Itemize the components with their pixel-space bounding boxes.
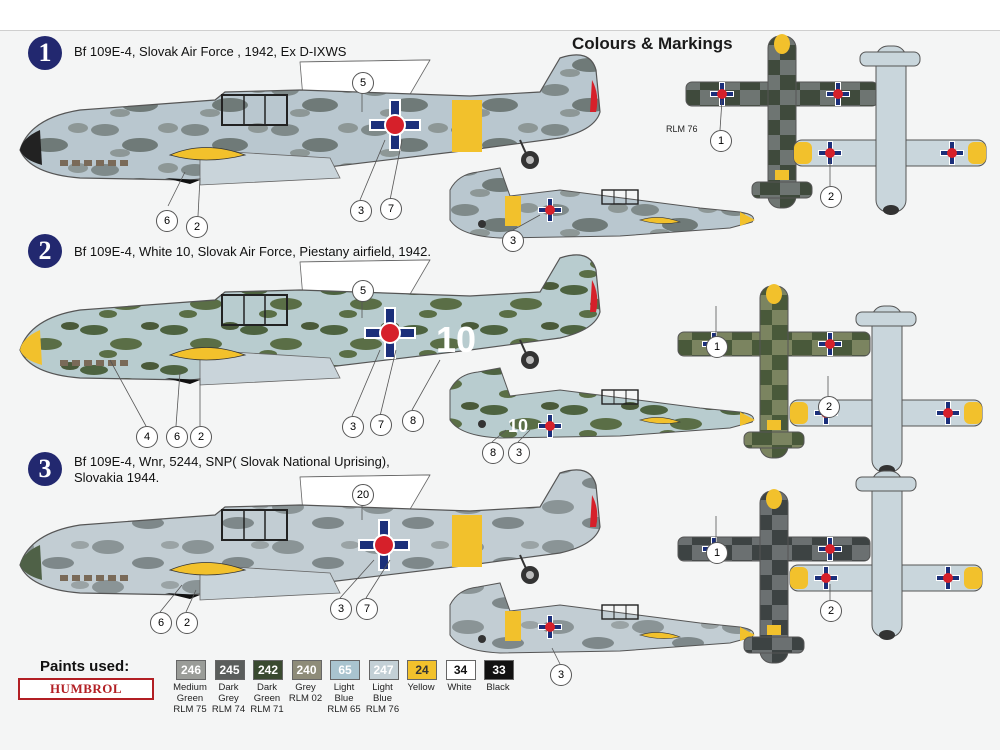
callout-s3-top-1: 1 bbox=[706, 542, 728, 564]
callout-s2-small-8: 8 bbox=[482, 442, 504, 464]
scheme-1-caption: Bf 109E-4, Slovak Air Force , 1942, Ex D… bbox=[74, 44, 347, 59]
paint-label-line: RLM 71 bbox=[250, 704, 284, 715]
callout-s3-3: 3 bbox=[330, 598, 352, 620]
callout-s3-top-2: 2 bbox=[820, 600, 842, 622]
paint-label-line: Grey bbox=[218, 693, 239, 704]
callout-s1-2: 2 bbox=[186, 216, 208, 238]
callout-s1-3: 3 bbox=[350, 200, 372, 222]
paint-label-line: RLM 75 bbox=[173, 704, 207, 715]
sheet-title: Colours & Markings bbox=[572, 34, 733, 53]
paint-chip: 247 bbox=[368, 660, 399, 680]
paint-chip: 242 bbox=[253, 660, 283, 680]
paint-label-line: Blue bbox=[372, 693, 392, 704]
paint-label: White bbox=[440, 682, 480, 693]
paint-label: Yellow bbox=[401, 682, 441, 693]
callout-s2-top-2: 2 bbox=[818, 396, 840, 418]
callout-s2-5: 5 bbox=[352, 280, 374, 302]
callout-s1-top-1: 1 bbox=[710, 130, 732, 152]
paint-label-line: Blue bbox=[334, 693, 354, 704]
paint-label-line: Dark bbox=[218, 682, 239, 693]
paint-label-line: RLM 02 bbox=[288, 693, 323, 704]
callout-s1-small-3: 3 bbox=[502, 230, 524, 252]
paint-label-line: Medium bbox=[173, 682, 207, 693]
paint-chip: 65 bbox=[330, 660, 360, 680]
callout-s1-5: 5 bbox=[352, 72, 374, 94]
callout-s3-2: 2 bbox=[176, 612, 198, 634]
paint-chip: 240 bbox=[291, 660, 322, 680]
paint-chip: 24 bbox=[407, 660, 437, 680]
callout-s3-7: 7 bbox=[356, 598, 378, 620]
paint-label-line: White bbox=[447, 682, 472, 693]
callout-s1-7: 7 bbox=[380, 198, 402, 220]
paint-label: Black bbox=[478, 682, 518, 693]
paint-label-line: Green bbox=[176, 693, 204, 704]
callout-s3-6: 6 bbox=[150, 612, 172, 634]
paint-label-line: RLM 74 bbox=[211, 704, 246, 715]
scheme-3-caption: Bf 109E-4, Wnr, 5244, SNP( Slovak Nation… bbox=[74, 454, 390, 485]
paint-label-line: RLM 76 bbox=[365, 704, 400, 715]
callout-s2-top-1: 1 bbox=[706, 336, 728, 358]
callout-s2-8: 8 bbox=[402, 410, 424, 432]
white-10-code: 10 bbox=[436, 319, 476, 360]
paint-label-line: Black bbox=[486, 682, 510, 693]
scheme-3-artwork bbox=[19, 468, 983, 664]
top-bar bbox=[0, 0, 1000, 31]
callout-s3-small-3: 3 bbox=[550, 664, 572, 686]
paint-label-line: Light bbox=[372, 682, 393, 693]
callout-s2-3: 3 bbox=[342, 416, 364, 438]
scheme-2-artwork: 10 10 bbox=[19, 253, 983, 476]
paint-label-line: Yellow bbox=[407, 682, 435, 693]
white-10-code-small: 10 bbox=[508, 416, 528, 436]
paint-label-line: RLM 65 bbox=[327, 704, 361, 715]
scheme-2-badge: 2 bbox=[28, 234, 62, 268]
scheme-1-badge: 1 bbox=[28, 36, 62, 70]
callout-s3-20: 20 bbox=[352, 484, 374, 506]
callout-s2-2: 2 bbox=[190, 426, 212, 448]
callout-s2-small-3: 3 bbox=[508, 442, 530, 464]
callout-s2-7: 7 bbox=[370, 414, 392, 436]
paint-chip: 246 bbox=[176, 660, 206, 680]
paints-used-label: Paints used: bbox=[40, 658, 130, 675]
callout-s2-6: 6 bbox=[166, 426, 188, 448]
paint-label-line: Grey bbox=[295, 682, 316, 693]
paint-chip: 245 bbox=[214, 660, 245, 680]
callout-s1-6: 6 bbox=[156, 210, 178, 232]
scheme-1-artwork bbox=[19, 33, 987, 239]
scheme-3-badge: 3 bbox=[28, 452, 62, 486]
paint-label-line: Dark bbox=[256, 682, 278, 693]
callout-s2-4: 4 bbox=[136, 426, 158, 448]
paint-label-line: Green bbox=[253, 693, 281, 704]
paint-chip: 33 bbox=[484, 660, 514, 680]
paint-chip: 34 bbox=[445, 660, 476, 680]
humbrol-logo: HUMBROL bbox=[18, 678, 154, 700]
paint-label-line: Light bbox=[333, 682, 355, 693]
callout-s1-rlm76: RLM 76 bbox=[666, 124, 698, 134]
callout-s1-top-2: 2 bbox=[820, 186, 842, 208]
scheme-2-caption: Bf 109E-4, White 10, Slovak Air Force, P… bbox=[74, 244, 431, 259]
